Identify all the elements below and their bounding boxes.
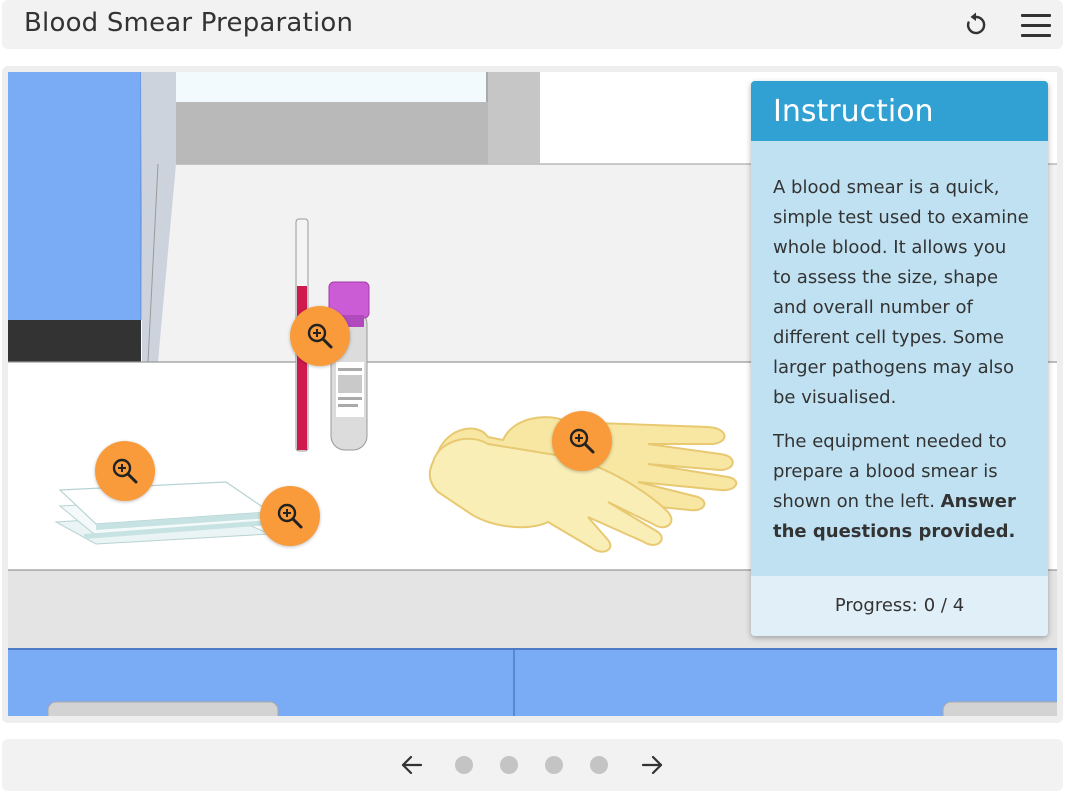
page-dot-1[interactable] <box>455 756 473 774</box>
progress-footer: Progress:0 / 4 <box>751 576 1048 636</box>
gloves-hotspot[interactable] <box>552 411 612 471</box>
header-bar: Blood Smear Preparation <box>2 0 1063 49</box>
instruction-panel: Instruction A blood smear is a quick, si… <box>751 81 1048 636</box>
slides-spreader-hotspot[interactable] <box>260 486 320 546</box>
instruction-body: A blood smear is a quick, simple test us… <box>773 173 1029 561</box>
instruction-paragraph-2-bold: Answer the questions provided. <box>773 491 1016 542</box>
pipette-hotspot[interactable] <box>290 306 350 366</box>
page-title: Blood Smear Preparation <box>24 8 354 38</box>
hamburger-menu-icon[interactable] <box>1018 10 1054 40</box>
zoom-in-icon <box>277 503 303 529</box>
zoom-in-icon <box>112 458 138 484</box>
arrow-right-icon[interactable] <box>638 751 666 779</box>
instruction-header: Instruction <box>751 81 1048 141</box>
progress-value: 0 / 4 <box>923 595 965 616</box>
slides-hotspot[interactable] <box>95 441 155 501</box>
arrow-left-icon[interactable] <box>398 751 426 779</box>
page-dot-2[interactable] <box>500 756 518 774</box>
reset-icon[interactable] <box>960 8 992 40</box>
instruction-title: Instruction <box>773 94 934 129</box>
instruction-paragraph-1: A blood smear is a quick, simple test us… <box>773 177 1029 408</box>
zoom-in-icon <box>569 428 595 454</box>
page-dot-4[interactable] <box>590 756 608 774</box>
instruction-paragraph-2: The equipment needed to prepare a blood … <box>773 427 1029 547</box>
zoom-in-icon <box>307 323 333 349</box>
page-dot-3[interactable] <box>545 756 563 774</box>
navigation-bar <box>2 739 1063 791</box>
progress-label: Progress: <box>834 595 918 616</box>
instruction-paragraph-2-text: The equipment needed to prepare a blood … <box>773 431 1007 512</box>
